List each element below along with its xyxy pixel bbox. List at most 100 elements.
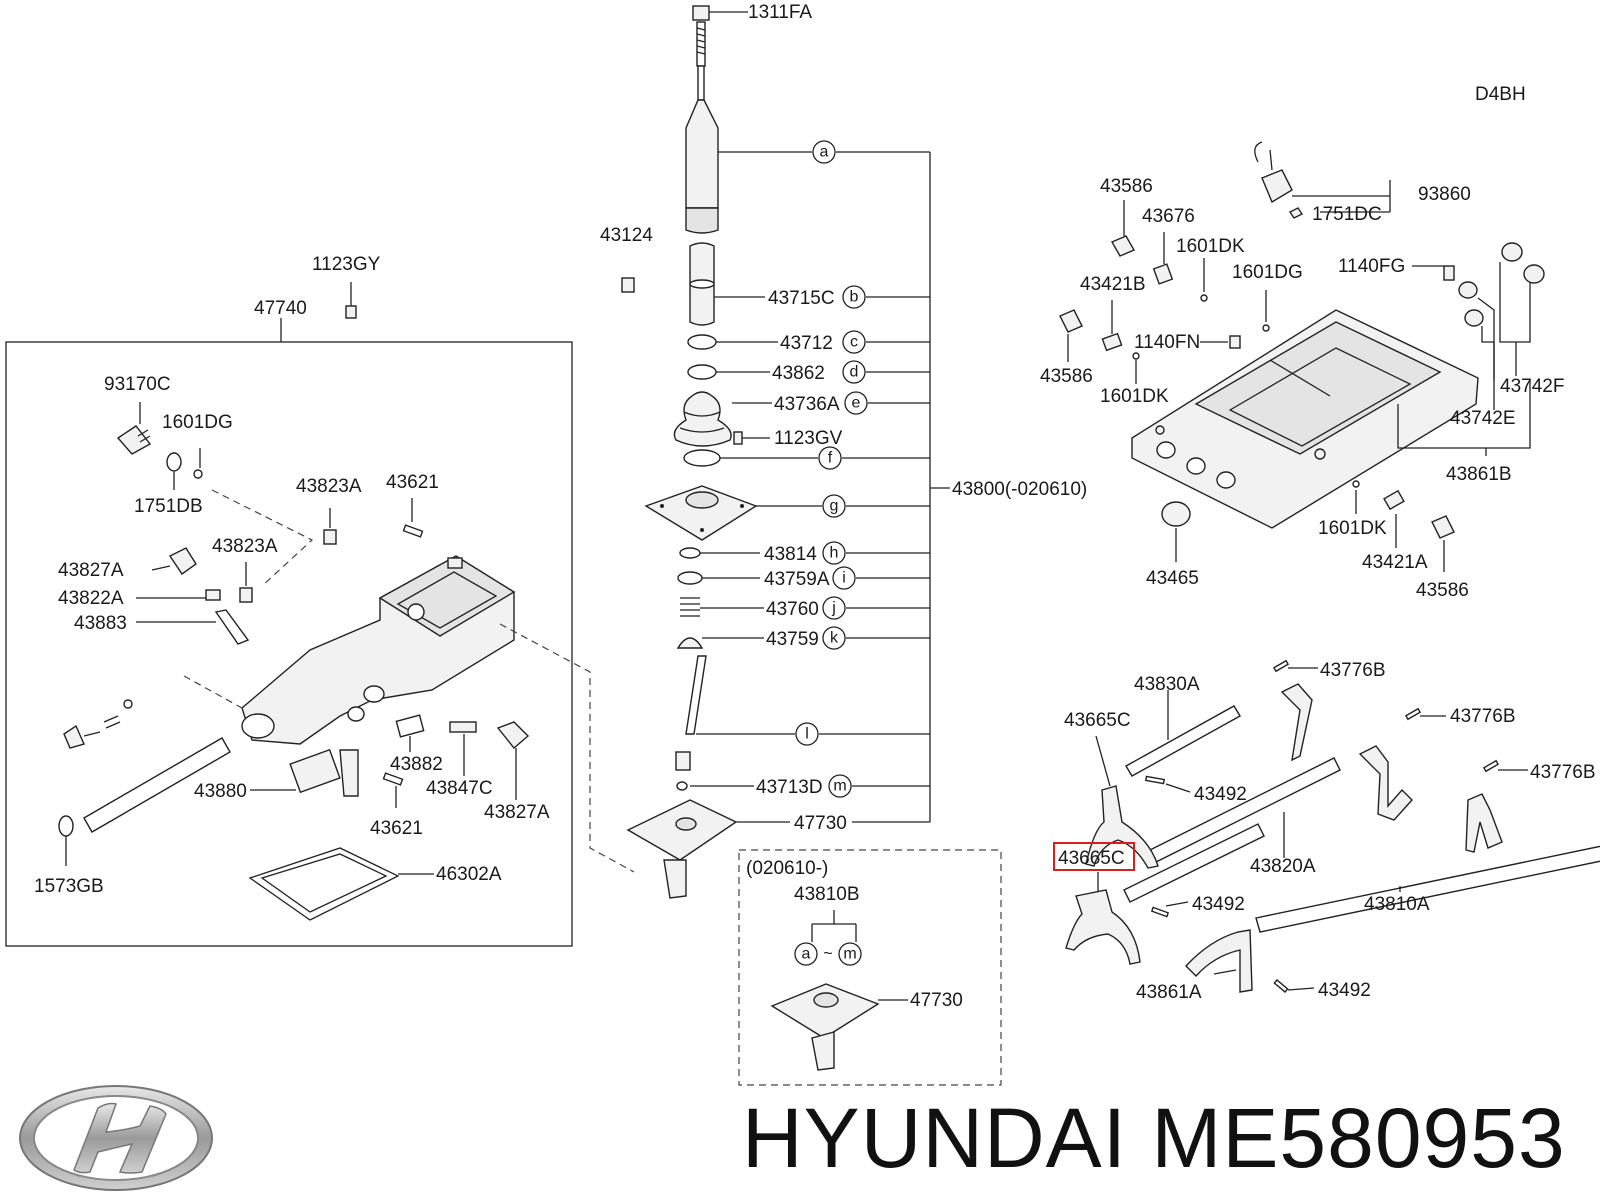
svg-text:b: b: [850, 289, 859, 306]
label-1123gy: 1123GY: [312, 254, 381, 275]
label-43421a: 43421A: [1362, 552, 1428, 573]
label-1311fa: 1311FA: [748, 2, 812, 23]
washer-1751db: [166, 452, 182, 472]
hyundai-oval-logo-icon: [19, 1085, 213, 1191]
svg-text:i: i: [842, 570, 846, 587]
boot-43736a: [673, 391, 732, 447]
spring-43421b: [1101, 332, 1123, 352]
label-43586-3: 43586: [1416, 580, 1469, 601]
label-43827a-2: 43827A: [484, 802, 550, 823]
bolt-lower-left: [63, 724, 85, 749]
seat-43759: [676, 637, 704, 649]
svg-text:k: k: [830, 630, 839, 647]
pin-43776b-3: [1482, 759, 1500, 773]
bubble-g: [822, 494, 846, 518]
plug-43827a-2: [496, 721, 530, 750]
lug-1: [1280, 683, 1313, 762]
label-46302a: 46302A: [436, 864, 502, 885]
ball-1601dg: [193, 469, 203, 479]
label-1751dc: 1751DC: [1312, 204, 1382, 225]
label-43124: 43124: [600, 225, 653, 246]
shift-housing-box: [5, 282, 635, 947]
label-43492-2: 43492: [1192, 894, 1245, 915]
spring-43760: [680, 597, 700, 617]
label-43776b-3: 43776B: [1530, 762, 1596, 783]
svg-text:m: m: [843, 946, 856, 963]
label-43822a: 43822A: [58, 588, 124, 609]
bolt-1140fg: [1443, 265, 1455, 281]
label-43713d: 43713D: [756, 777, 823, 798]
label-43810a: 43810A: [1364, 894, 1430, 915]
svg-text:c: c: [850, 334, 858, 351]
label-1601dk-1: 1601DK: [1176, 236, 1245, 257]
lever-lower-rod: [685, 655, 707, 735]
label-43862: 43862: [772, 363, 825, 384]
pin-43492-2: [1150, 906, 1170, 918]
bush-43742f-2: [1523, 264, 1545, 284]
svg-text:a: a: [820, 144, 829, 161]
label-1601dk-2: 1601DK: [1100, 386, 1169, 407]
ring-43713d: [676, 781, 688, 791]
spring-43822a: [205, 589, 221, 601]
highlighted-part-43665c: [1053, 842, 1135, 871]
gasket-46302a: [248, 847, 400, 921]
label-1601dg-right: 1601DG: [1232, 262, 1303, 283]
ring-43814: [679, 547, 701, 559]
label-43830a: 43830A: [1134, 674, 1200, 695]
bolt-43586-3: [1431, 515, 1455, 539]
lug-3: [1465, 793, 1503, 853]
lug-2: [1358, 745, 1413, 821]
label-43586-1: 43586: [1100, 176, 1153, 197]
label-43712: 43712: [780, 333, 833, 354]
label-43586-2: 43586: [1040, 366, 1093, 387]
plug-43827a-1: [168, 547, 197, 575]
label-43715c: 43715C: [768, 288, 835, 309]
rail-labels: 43830A 43776B 43665C 43776B 43776B 43492…: [1058, 660, 1596, 1003]
label-43760: 43760: [766, 599, 819, 620]
fork-43861a: [1185, 929, 1253, 993]
label-43676: 43676: [1142, 206, 1195, 227]
fork-43665c-1: [1085, 785, 1159, 869]
pin-43776b-2: [1404, 707, 1422, 721]
rail-43830a: [1125, 705, 1241, 777]
rail-43820a-upper: [1145, 757, 1341, 865]
bolt-1123gv: [733, 431, 743, 445]
bush-43124: [621, 277, 635, 293]
label-43823a-2: 43823A: [212, 536, 278, 557]
inset-plate-47730: [770, 983, 880, 1039]
nut-1311fa: [692, 5, 710, 21]
lever-rod-top: [697, 65, 705, 101]
bolt-43586-2: [1059, 309, 1083, 333]
bubble-b: [842, 285, 866, 309]
svg-text:e: e: [852, 395, 861, 412]
label-43776b-1: 43776B: [1320, 660, 1386, 681]
shaft-43880: [83, 737, 231, 833]
inset-part: 43810B: [794, 884, 860, 905]
bubble-k: [822, 626, 846, 650]
center-leaders: [690, 151, 950, 823]
svg-text:~: ~: [823, 946, 832, 963]
spring-43823a-1: [323, 529, 337, 545]
label-43820a: 43820A: [1250, 856, 1316, 877]
assembly-label: 43800(-020610): [952, 479, 1087, 500]
label-1140fn: 1140FN: [1134, 332, 1200, 353]
inset-box: (020610-) 43810B a ~ m 47730: [738, 849, 1002, 1086]
label-43823a-1: 43823A: [296, 476, 362, 497]
bubble-h: [822, 541, 846, 565]
spring-43421a: [1383, 489, 1405, 511]
bolt-43586-1: [1111, 235, 1135, 257]
spring-43823a-2: [239, 587, 253, 603]
bubble-d: [842, 360, 866, 384]
label-43492-3: 43492: [1318, 980, 1371, 1001]
bush-43742e-1: [1458, 281, 1478, 299]
left-box-labels: 1123GY 47740 93170C 1601DG 1751DB 43823A…: [34, 254, 550, 897]
label-43465: 43465: [1146, 568, 1199, 589]
rail-43820a: [1123, 823, 1265, 903]
fork-43665c-2: [1065, 889, 1141, 965]
label-43421b: 43421B: [1080, 274, 1146, 295]
bolt-1140fn: [1229, 335, 1241, 349]
ring-43759a: [677, 571, 703, 585]
reference-bubbles: a b c d e f g h i j k l m: [795, 140, 868, 798]
label-43665c-2-highlighted: 43665C: [1058, 848, 1125, 869]
